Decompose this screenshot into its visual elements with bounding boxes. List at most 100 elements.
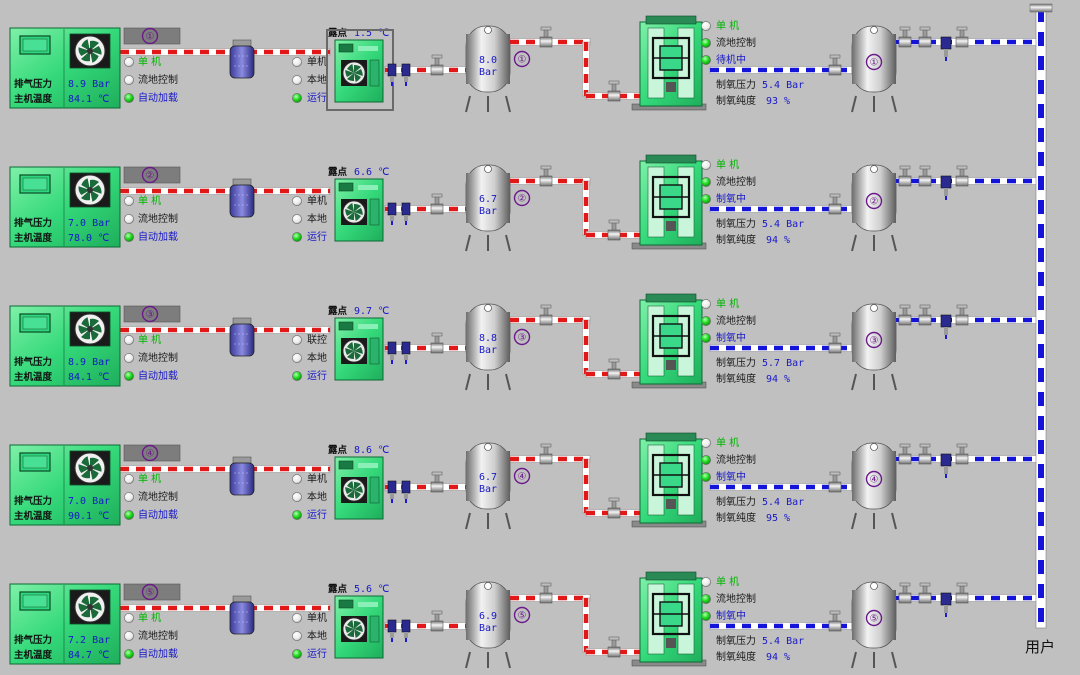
single-label: 单 机 bbox=[138, 333, 161, 346]
valve-icon[interactable] bbox=[828, 193, 842, 215]
valve-icon[interactable] bbox=[898, 165, 912, 187]
line-number-badge-ring bbox=[141, 166, 159, 184]
oxygen-tank[interactable]: ② bbox=[851, 164, 897, 252]
valve-icon[interactable] bbox=[898, 443, 912, 465]
refrigerated-dryer[interactable] bbox=[334, 456, 384, 520]
valve-icon[interactable] bbox=[918, 26, 932, 48]
valve-icon[interactable] bbox=[828, 471, 842, 493]
pipe-air-in bbox=[119, 48, 331, 56]
valve-icon[interactable] bbox=[539, 165, 553, 187]
mid-mode-led bbox=[292, 196, 302, 206]
refrigerated-dryer[interactable] bbox=[334, 178, 384, 242]
valve-icon[interactable] bbox=[607, 219, 621, 241]
gen-status-label: 制氧中 bbox=[716, 470, 746, 483]
valve-icon[interactable] bbox=[607, 358, 621, 380]
valve-icon[interactable] bbox=[898, 26, 912, 48]
valve-icon[interactable] bbox=[898, 304, 912, 326]
line-filter-icon bbox=[401, 619, 411, 642]
run-label: 运行 bbox=[307, 369, 327, 382]
valve-icon[interactable] bbox=[430, 54, 444, 76]
valve-icon[interactable] bbox=[539, 26, 553, 48]
pressure-gauge-icon bbox=[484, 582, 492, 590]
valve-icon[interactable] bbox=[918, 165, 932, 187]
flow-control-label: 流地控制 bbox=[138, 629, 178, 642]
oxygen-generator[interactable] bbox=[631, 293, 707, 389]
oxygen-tank[interactable]: ③ bbox=[851, 303, 897, 391]
valve-icon[interactable] bbox=[607, 636, 621, 658]
local-led bbox=[292, 214, 302, 224]
oxygen-tank[interactable]: ④ bbox=[851, 442, 897, 530]
pipe-drop bbox=[582, 597, 590, 653]
valve-icon[interactable] bbox=[828, 610, 842, 632]
flow-control-label: 流地控制 bbox=[138, 73, 178, 86]
valve-icon[interactable] bbox=[607, 80, 621, 102]
valve-icon[interactable] bbox=[539, 304, 553, 326]
oxygen-generator[interactable] bbox=[631, 15, 707, 111]
oxygen-tank[interactable]: ① bbox=[851, 25, 897, 113]
valve-icon[interactable] bbox=[430, 193, 444, 215]
dew-point-label: 露点 bbox=[328, 305, 348, 317]
valve-icon[interactable] bbox=[828, 54, 842, 76]
pipe-air-in bbox=[119, 465, 331, 473]
valve-icon[interactable] bbox=[918, 304, 932, 326]
oxygen-generator[interactable] bbox=[631, 432, 707, 528]
local-label: 本地 bbox=[307, 212, 327, 225]
valve-icon[interactable] bbox=[430, 332, 444, 354]
valve-icon[interactable] bbox=[430, 610, 444, 632]
exhaust-pressure-label: 排气压力 bbox=[14, 78, 52, 90]
valve-icon[interactable] bbox=[955, 443, 969, 465]
flow-control-label: 流地控制 bbox=[138, 351, 178, 364]
line-filter-icon bbox=[940, 175, 952, 200]
valve-icon[interactable] bbox=[955, 304, 969, 326]
oxygen-generator[interactable] bbox=[631, 154, 707, 250]
refrigerated-dryer[interactable] bbox=[334, 317, 384, 381]
line-number-bar bbox=[123, 166, 181, 184]
o2-pressure-value: 5.4 Bar bbox=[762, 497, 804, 508]
main-temp-value: 90.1 ℃ bbox=[68, 511, 109, 522]
local-label: 本地 bbox=[307, 73, 327, 86]
gen-single-led bbox=[701, 438, 711, 448]
valve-icon[interactable] bbox=[539, 582, 553, 604]
local-led bbox=[292, 75, 302, 85]
tank-number-badge-ring bbox=[513, 467, 531, 485]
valve-icon[interactable] bbox=[955, 582, 969, 604]
mid-mode-led bbox=[292, 335, 302, 345]
valve-icon[interactable] bbox=[898, 582, 912, 604]
oxygen-tank[interactable]: ⑤ bbox=[851, 581, 897, 669]
valve-icon[interactable] bbox=[918, 582, 932, 604]
fan-icon bbox=[74, 591, 106, 623]
valve-icon[interactable] bbox=[955, 165, 969, 187]
valve-icon[interactable] bbox=[918, 443, 932, 465]
refrigerated-dryer[interactable] bbox=[326, 29, 394, 111]
line-number-bar bbox=[123, 583, 181, 601]
valve-icon[interactable] bbox=[430, 471, 444, 493]
refrigerated-dryer[interactable] bbox=[334, 595, 384, 659]
pipe-air-in bbox=[119, 326, 331, 334]
valve-icon[interactable] bbox=[828, 332, 842, 354]
line-number-badge-ring bbox=[141, 583, 159, 601]
pressure-gauge-icon bbox=[870, 26, 878, 34]
gen-status-label: 制氧中 bbox=[716, 192, 746, 205]
gen-mode-label: 流地控制 bbox=[716, 453, 756, 466]
oxygen-generator[interactable] bbox=[631, 571, 707, 667]
line-number-bar bbox=[123, 27, 181, 45]
mid-mode-led bbox=[292, 613, 302, 623]
valve-icon[interactable] bbox=[607, 497, 621, 519]
local-label: 本地 bbox=[307, 351, 327, 364]
pressure-gauge-icon bbox=[484, 165, 492, 173]
filter-icon bbox=[229, 317, 255, 357]
valve-icon[interactable] bbox=[955, 26, 969, 48]
o2-pressure-value: 5.7 Bar bbox=[762, 358, 804, 369]
valve-icon[interactable] bbox=[539, 443, 553, 465]
